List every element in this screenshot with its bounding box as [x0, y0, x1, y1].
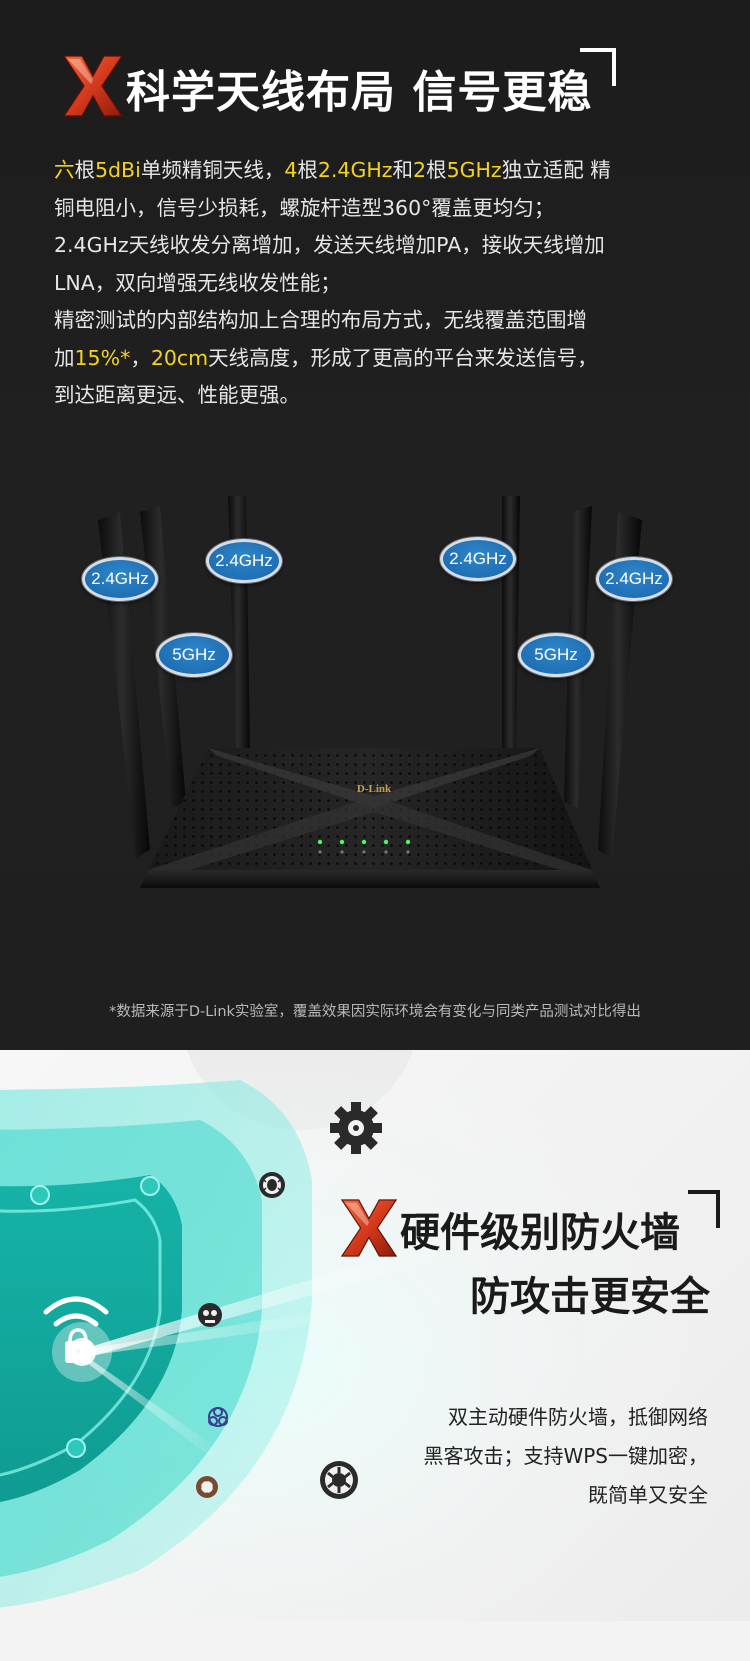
bug-icon: [259, 1172, 285, 1198]
firewall-section: 硬件级别防火墙 防攻击更安全 双主动硬件防火墙，抵御网络 黑客攻击；支持WPS一…: [0, 1050, 750, 1621]
antenna-desc-line: 六根5dBi单频精铜天线，4根2.4GHz和2根5GHz独立适配 精: [54, 152, 694, 190]
status-leds: [317, 839, 411, 854]
highlight-text: 5GHz: [446, 158, 502, 182]
antenna-label-left-outer: 2.4GHz: [82, 557, 158, 601]
corner-hook-icon: [580, 48, 616, 86]
router-illustration: D-Link 2.4GHz 5GHz 2.4GHz 2.4GHz 5GHz 2.…: [0, 490, 750, 970]
wifi-icon: [43, 1296, 109, 1327]
antenna-desc-line: 到达距离更远、性能更强。: [54, 377, 694, 415]
highlight-text: 2.4GHz: [317, 158, 393, 182]
desc-text: 根: [426, 158, 447, 182]
router-body-front: [140, 870, 600, 888]
desc-text: 到达距离更远、性能更强。: [54, 383, 300, 407]
firewall-title-line2: 防攻击更安全: [470, 1274, 710, 1320]
highlight-text: 20cm: [150, 345, 209, 370]
desc-text: 天线高度，形成了更高的平台来发送信号，: [208, 345, 598, 370]
virus-icon: [196, 1476, 218, 1498]
antenna-label-right-center: 2.4GHz: [440, 537, 516, 581]
antenna-right-center: [502, 496, 520, 752]
shield-icon: [0, 1175, 182, 1502]
desc-text: ，: [130, 345, 151, 370]
antenna-title-row: 科学天线布局 信号更稳: [62, 48, 622, 128]
brand-logo: D-Link: [357, 783, 392, 795]
desc-text: 2.4GHz天线收发分离增加，发送天线增加PA，接收天线增加: [54, 233, 605, 257]
firewall-desc-line: 既简单又安全: [588, 1483, 708, 1507]
desc-text: 和: [392, 158, 414, 182]
virus-badge-icon: [320, 1461, 358, 1499]
firewall-desc-line: 黑客攻击；支持WPS一键加密，: [423, 1444, 708, 1468]
highlight-text: 4: [284, 158, 298, 182]
antenna-label-left-inner: 5GHz: [156, 633, 232, 677]
desc-text: 单频精铜天线，: [140, 158, 285, 182]
firewall-description: 双主动硬件防火墙，抵御网络 黑客攻击；支持WPS一键加密， 既简单又安全: [348, 1398, 708, 1515]
data-footnote: *数据来源于D-Link实验室，覆盖效果因实际环境会有变化与同类产品测试对比得出: [109, 1004, 641, 1020]
antenna-label-right-inner: 5GHz: [518, 633, 594, 677]
desc-text: 铜电阻小，信号少损耗，螺旋杆造型360°覆盖更均匀；: [54, 195, 555, 220]
page-bottom-strip: [0, 1621, 750, 1661]
highlight-text: 5dBi: [95, 158, 141, 182]
biohazard-icon: [208, 1407, 228, 1427]
antenna-desc-line: 加15%*，20cm天线高度，形成了更高的平台来发送信号，: [54, 340, 694, 378]
skull-icon: [198, 1303, 222, 1327]
x-logo-icon: [340, 1199, 398, 1257]
antenna-left-center: [228, 496, 250, 752]
firewall-illustration: [0, 1050, 750, 1621]
antenna-desc-line: 铜电阻小，信号少损耗，螺旋杆造型360°覆盖更均匀；: [54, 190, 694, 228]
desc-text: 独立适配 精: [501, 158, 611, 182]
desc-text: LNA，双向增强无线收发性能；: [54, 270, 341, 295]
x-logo-icon: [62, 55, 124, 117]
antenna-desc-line: 2.4GHz天线收发分离增加，发送天线增加PA，接收天线增加: [54, 227, 694, 265]
desc-text: 加: [54, 345, 75, 370]
antenna-label-left-center: 2.4GHz: [206, 539, 282, 583]
desc-text: 精密测试的内部结构加上合理的布局方式，无线覆盖范围增: [54, 308, 587, 332]
gear-virus-icon: [330, 1102, 382, 1154]
desc-text: 根: [74, 158, 96, 182]
highlight-text: 2: [413, 158, 427, 182]
highlight-text: 六: [54, 158, 75, 182]
antenna-title: 科学天线布局 信号更稳: [126, 67, 593, 118]
antenna-description: 六根5dBi单频精铜天线，4根2.4GHz和2根5GHz独立适配 精铜电阻小，信…: [54, 152, 694, 415]
antenna-section: 科学天线布局 信号更稳 六根5dBi单频精铜天线，4根2.4GHz和2根5GHz…: [0, 0, 750, 1050]
desc-text: 根: [297, 158, 318, 182]
highlight-text: 15%*: [74, 345, 131, 370]
firewall-title-row: 硬件级别防火墙 防攻击更安全: [340, 1190, 740, 1350]
corner-hook-icon: [688, 1190, 720, 1228]
firewall-desc-line: 双主动硬件防火墙，抵御网络: [448, 1405, 708, 1429]
antenna-desc-line: 精密测试的内部结构加上合理的布局方式，无线覆盖范围增: [54, 302, 694, 340]
antenna-label-right-outer: 2.4GHz: [596, 557, 672, 601]
antenna-desc-line: LNA，双向增强无线收发性能；: [54, 265, 694, 303]
firewall-title-line1: 硬件级别防火墙: [400, 1210, 680, 1256]
